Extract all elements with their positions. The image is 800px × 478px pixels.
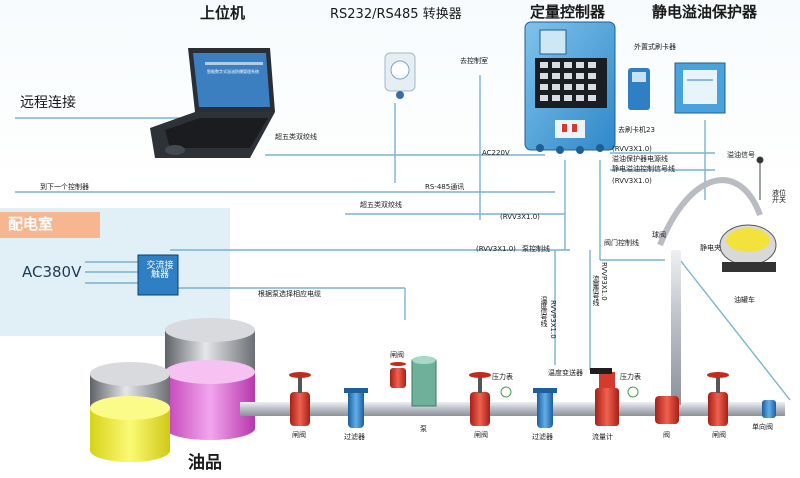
- card-reader-graphic: [628, 68, 650, 110]
- filter-1-graphic: [344, 388, 368, 428]
- cat5-label-2: 超五类双绞线: [360, 201, 402, 209]
- gate-valve-1-label: 闸阀: [292, 431, 306, 439]
- vertical-pipe: [671, 250, 681, 405]
- gate-valve-top-graphic: [390, 362, 406, 388]
- rvv-label-3: (RVV3X1.0): [500, 213, 540, 221]
- laptop-graphic: [150, 48, 275, 158]
- rvv-label-2: (RVV3X1.0): [612, 177, 652, 185]
- laptop-screen-title: 智能数字式溢油防爆管理系统: [207, 69, 259, 74]
- loading-arm: [657, 177, 763, 247]
- temp-signal-label: 温度信号线: [540, 296, 548, 326]
- filter-2-graphic: [533, 388, 557, 428]
- filter-2-label: 过滤器: [532, 433, 553, 441]
- to-card-reader-label: 去刷卡机23: [618, 126, 655, 134]
- protector-power-label: 溢油保护器电源线: [612, 155, 668, 163]
- filter-1-label: 过滤器: [344, 433, 365, 441]
- gate-valve-top-label: 闸阀: [390, 351, 404, 359]
- gate-valve-1-graphic: [289, 372, 311, 426]
- card-reader-label: 外置式刷卡器: [634, 43, 676, 51]
- pressure-gauge-1-graphic: [500, 386, 512, 398]
- controller-graphic: [524, 21, 616, 154]
- gate-valve-2-label: 闸阀: [474, 431, 488, 439]
- temp-transmitter-label: 温度变送器: [548, 369, 583, 377]
- rs485-label: RS-485通讯: [425, 183, 465, 191]
- oil-tank-yellow: [90, 362, 170, 462]
- check-valve-graphic: [762, 400, 776, 418]
- static-protector-title: 静电溢油保护器: [652, 3, 758, 21]
- rvv-label-4: (RVV3X1.0): [476, 245, 516, 253]
- oil-tank-purple: [165, 318, 255, 440]
- flowmeter-label: 流量计: [592, 433, 613, 441]
- power-room-header: [0, 212, 100, 238]
- select-cable-label: 根据泵选择相应电缆: [258, 290, 321, 298]
- ac220-label: AC220V: [482, 149, 510, 157]
- signal-lines: [15, 75, 791, 401]
- pump-graphic: [411, 356, 437, 407]
- rvv-label-1: (RVV3X1.0): [612, 145, 652, 153]
- flow-signal-label: 流量信号线: [592, 275, 600, 305]
- level-switch-graphic: [756, 156, 764, 200]
- contactor-box: [137, 254, 179, 296]
- to-control-room-label: 去控制室: [460, 57, 488, 65]
- pressure-gauge-2-label: 压力表: [620, 373, 641, 381]
- gate-valve-2-graphic: [469, 372, 491, 426]
- converter-title: RS232/RS485 转换器: [330, 7, 462, 22]
- rvvp-label-1: RVVP3X1.0: [549, 300, 557, 339]
- valve-control-label: 阀门控制线: [604, 239, 639, 247]
- pump-label: 泵: [420, 425, 427, 433]
- pressure-gauge-1-label: 压力表: [492, 373, 513, 381]
- converter-graphic: [384, 52, 416, 99]
- pressure-gauge-2-graphic: [627, 386, 639, 398]
- cat5-label-1: 超五类双绞线: [275, 133, 317, 141]
- ball-valve-label: 球阀: [652, 231, 666, 239]
- static-clip-label: 静电夹: [700, 244, 721, 252]
- flowmeter-graphic: [590, 368, 619, 426]
- gate-valve-3-graphic: [707, 372, 729, 426]
- main-pipe: [240, 402, 785, 416]
- power-room-label: 配电室: [8, 215, 54, 233]
- gate-valve-3-label: 闸阀: [712, 431, 726, 439]
- static-control-label: 静电溢油控制信号线: [612, 165, 675, 173]
- valve-label: 阀: [663, 431, 670, 439]
- check-valve-label: 单向阀: [752, 423, 773, 431]
- rvvp-label-2: RVVP3X1.0: [600, 262, 608, 301]
- ac380-label: AC380V: [22, 263, 82, 281]
- remote-label: 远程连接: [20, 95, 76, 111]
- tanker-graphic: [719, 224, 777, 272]
- upper-computer-title: 上位机: [200, 4, 246, 22]
- oil-label: 油品: [188, 453, 222, 473]
- pump-control-label: 泵控制线: [522, 245, 550, 253]
- tanker-label: 油罐车: [734, 296, 755, 304]
- protector-graphic: [674, 62, 726, 114]
- to-next-label: 到下一个控制器: [40, 183, 89, 191]
- line-tanker: [679, 259, 791, 401]
- controller-title: 定量控制器: [530, 3, 606, 21]
- contactor-label: 交流接触器: [146, 261, 174, 280]
- level-switch-label: 液位开关: [772, 189, 786, 204]
- overflow-signal-label: 溢油信号: [727, 151, 755, 159]
- valve-graphic: [655, 396, 679, 424]
